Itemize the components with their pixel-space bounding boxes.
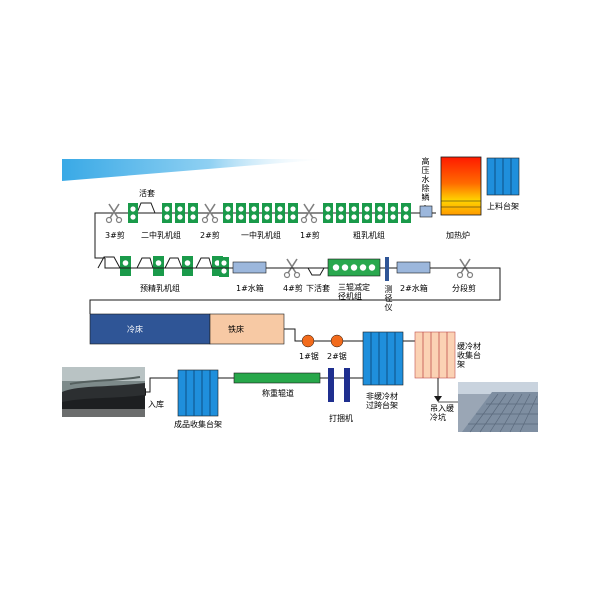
mill-stand bbox=[128, 203, 138, 223]
shear-1-icon bbox=[300, 203, 318, 224]
mill-stand bbox=[236, 203, 246, 223]
shear-4-icon bbox=[283, 258, 301, 279]
mill-stand bbox=[153, 256, 164, 276]
slow-cool-pit-photo bbox=[458, 382, 538, 433]
looper-top bbox=[136, 202, 156, 214]
mill-stand bbox=[388, 203, 398, 223]
label-sizing-mill: 三辊减定径机组 bbox=[338, 283, 370, 301]
dividing-shear-icon bbox=[456, 258, 474, 279]
mill-stand bbox=[275, 203, 285, 223]
water-box-1 bbox=[232, 261, 267, 274]
label-furnace: 加热炉 bbox=[446, 231, 470, 240]
rolling-line-return bbox=[89, 267, 501, 314]
cooling-bed bbox=[89, 313, 211, 345]
label-gauge: 测径仪 bbox=[384, 285, 393, 312]
warehouse-photo bbox=[62, 367, 145, 417]
shear-2-icon bbox=[201, 203, 219, 224]
mill-stand bbox=[188, 203, 198, 223]
label-saw-2: 2#锯 bbox=[327, 352, 347, 361]
label-pre-finishing: 预精乳机组 bbox=[140, 284, 180, 293]
label-dividing-shear: 分段剪 bbox=[452, 284, 476, 293]
label-water-box-2: 2#水箱 bbox=[400, 284, 428, 293]
label-intermediate-2: 二中乳机组 bbox=[141, 231, 181, 240]
label-product-rack: 成品收集台架 bbox=[174, 420, 222, 429]
label-slow-cool-rack: 缓冷材收集台架 bbox=[457, 342, 481, 369]
descaling-box bbox=[419, 205, 433, 218]
label-cooling-bed: 冷床 bbox=[127, 325, 143, 334]
label-to-pit: 吊入缓冷坑 bbox=[430, 404, 454, 422]
label-intermediate-1: 一中乳机组 bbox=[241, 231, 281, 240]
mill-stand bbox=[288, 203, 298, 223]
saw-line bbox=[284, 328, 415, 342]
label-non-slow-cool-rack: 非缓冷材过跨台架 bbox=[366, 392, 398, 410]
label-weigh-roller: 称重辊道 bbox=[262, 389, 294, 398]
mill-stand bbox=[120, 256, 131, 276]
mill-stand bbox=[219, 257, 229, 277]
heating-furnace bbox=[440, 156, 482, 216]
label-loading-rack: 上料台架 bbox=[487, 202, 519, 211]
saw-1 bbox=[301, 334, 315, 348]
mill-stand bbox=[175, 203, 185, 223]
label-shear-3: 3#剪 bbox=[105, 231, 125, 240]
label-water-box-1: 1#水箱 bbox=[236, 284, 264, 293]
bundler-b bbox=[344, 368, 350, 402]
mill-stand bbox=[323, 203, 333, 223]
label-saw-1: 1#锯 bbox=[299, 352, 319, 361]
label-looper: 活套 bbox=[139, 189, 155, 198]
sizing-gauge bbox=[385, 257, 389, 281]
label-iron-bed: 铁床 bbox=[228, 325, 244, 334]
slow-cool-rack bbox=[414, 331, 456, 379]
label-bundler: 打捆机 bbox=[329, 414, 353, 423]
shear-3-icon bbox=[105, 203, 123, 224]
label-descaling: 高压水除鳞 bbox=[421, 157, 430, 202]
bundler-a bbox=[328, 368, 334, 402]
loading-rack bbox=[486, 157, 520, 196]
label-shear-4: 4#剪 bbox=[283, 284, 303, 293]
mill-stand bbox=[162, 203, 172, 223]
saw-2 bbox=[330, 334, 344, 348]
label-shear-2: 2#剪 bbox=[200, 231, 220, 240]
weigh-roller bbox=[233, 372, 321, 384]
iron-bed bbox=[209, 313, 285, 345]
label-warehouse: 入库 bbox=[148, 400, 164, 409]
sizing-mill bbox=[327, 258, 381, 277]
mill-stand bbox=[262, 203, 272, 223]
lower-looper bbox=[307, 267, 325, 276]
mill-stand bbox=[375, 203, 385, 223]
non-slow-cool-rack bbox=[362, 331, 404, 386]
mill-stand bbox=[223, 203, 233, 223]
mill-stand bbox=[212, 256, 223, 276]
mill-stand bbox=[182, 256, 193, 276]
mill-stand bbox=[249, 203, 259, 223]
mill-stand bbox=[336, 203, 346, 223]
product-rack bbox=[177, 369, 219, 417]
mill-stand bbox=[401, 203, 411, 223]
header-banner bbox=[62, 159, 330, 181]
label-lower-looper: 下活套 bbox=[306, 284, 330, 293]
mill-stand bbox=[362, 203, 372, 223]
label-shear-1: 1#剪 bbox=[300, 231, 320, 240]
water-box-2 bbox=[396, 261, 431, 274]
label-roughing: 粗乳机组 bbox=[353, 231, 385, 240]
mill-stand bbox=[349, 203, 359, 223]
